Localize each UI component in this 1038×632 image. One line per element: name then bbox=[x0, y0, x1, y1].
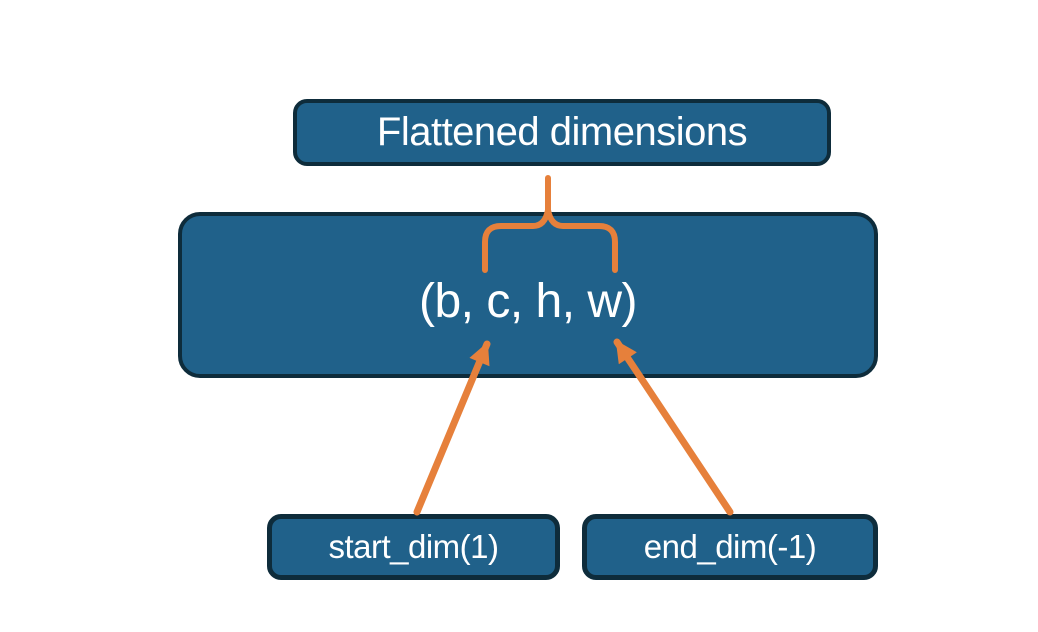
start-dim-label: start_dim(1) bbox=[328, 528, 499, 565]
flattened-dimensions-label: Flattened dimensions bbox=[376, 110, 748, 154]
tensor-shape-label: (b, c, h, w) bbox=[418, 274, 638, 328]
tensor-shape-box: (b, c, h, w) bbox=[178, 212, 878, 378]
end-dim-box: end_dim(-1) bbox=[582, 514, 878, 580]
end-dim-label: end_dim(-1) bbox=[643, 528, 817, 565]
start-dim-box: start_dim(1) bbox=[267, 514, 560, 580]
flattened-dimensions-box: Flattened dimensions bbox=[293, 99, 831, 166]
